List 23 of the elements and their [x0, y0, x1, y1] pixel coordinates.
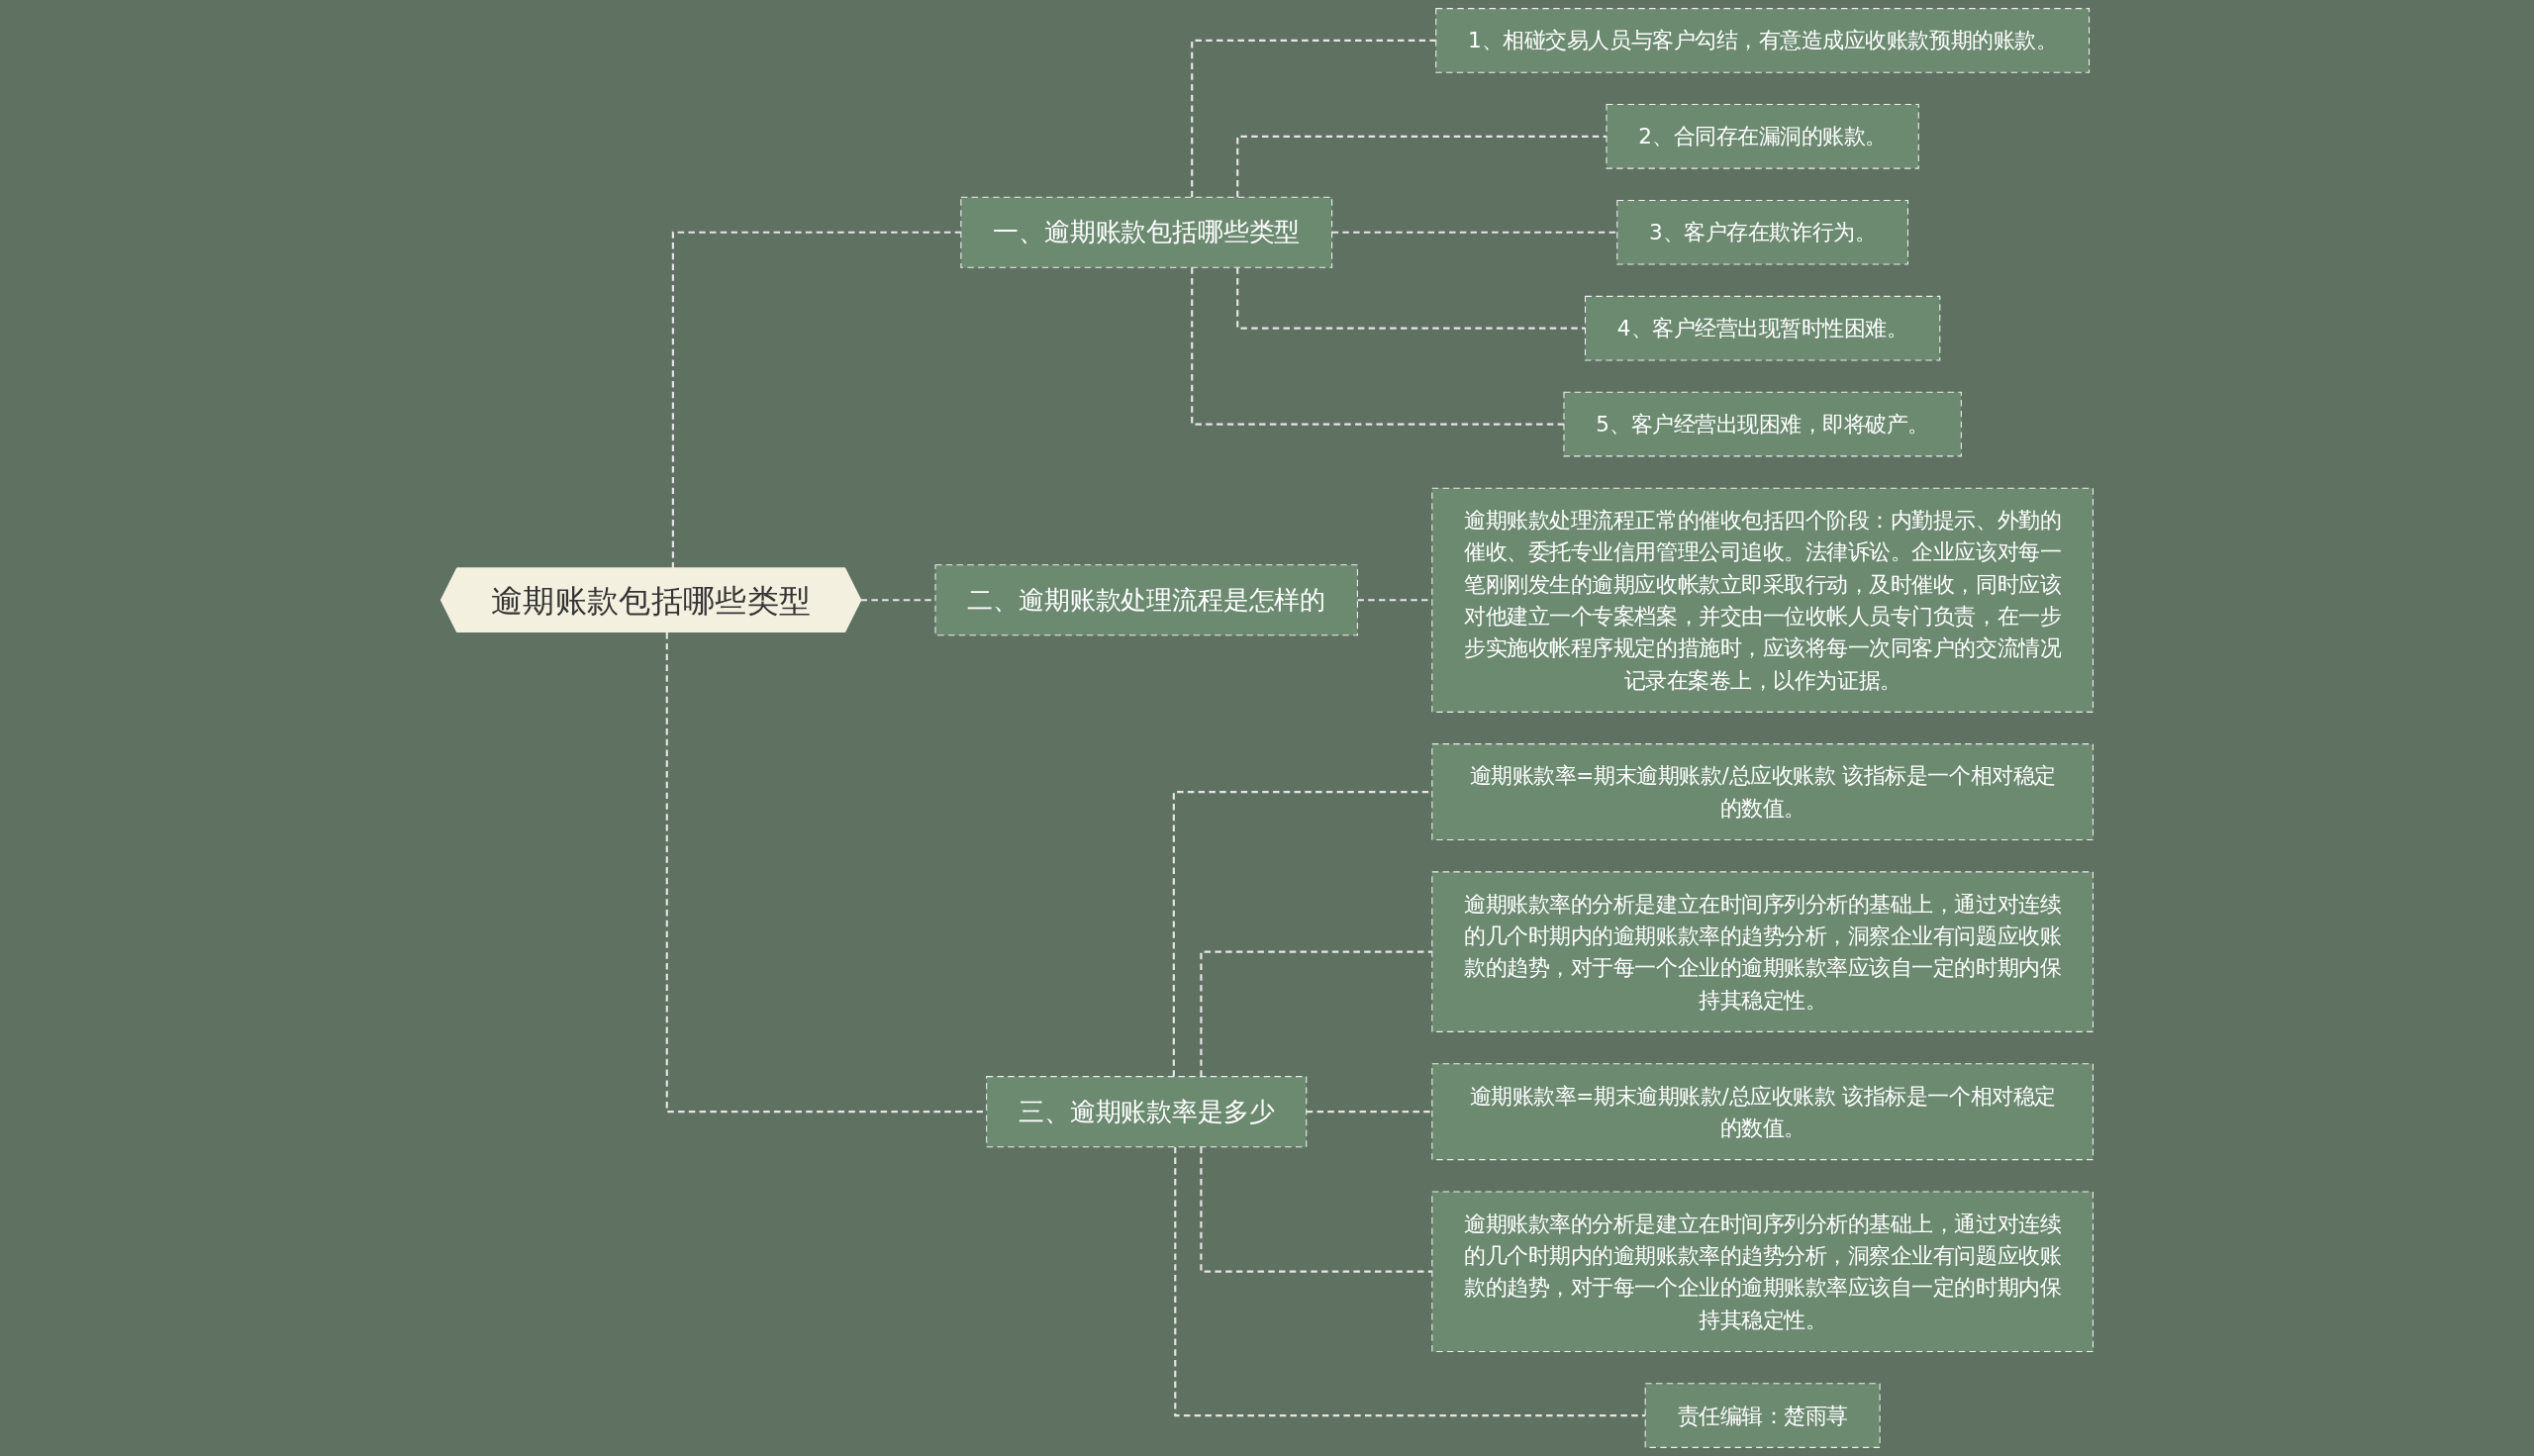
- node-box: [1616, 199, 1908, 265]
- node-box: [1431, 743, 2094, 841]
- connector: [1191, 267, 1564, 426]
- node-box: [1431, 1191, 2094, 1352]
- connector: [1236, 135, 1607, 198]
- connector: [1200, 1146, 1432, 1273]
- node-box: [1431, 487, 2094, 713]
- connector: [1191, 39, 1436, 198]
- node-box: [1563, 391, 1962, 457]
- node-box: [1431, 871, 2094, 1032]
- connector: [1172, 791, 1432, 1077]
- node-box: [1606, 104, 1919, 169]
- node-box: [1584, 295, 1941, 361]
- node-box: [1435, 8, 2091, 73]
- node-box: [1431, 1063, 2094, 1161]
- connector: [671, 231, 961, 569]
- connector: [1236, 267, 1586, 330]
- connector: [1200, 950, 1432, 1077]
- node-box: [934, 564, 1358, 636]
- connector: [1174, 1146, 1646, 1417]
- node-box: [1644, 1383, 1881, 1448]
- node-box: [960, 196, 1333, 268]
- node-box: [986, 1076, 1308, 1148]
